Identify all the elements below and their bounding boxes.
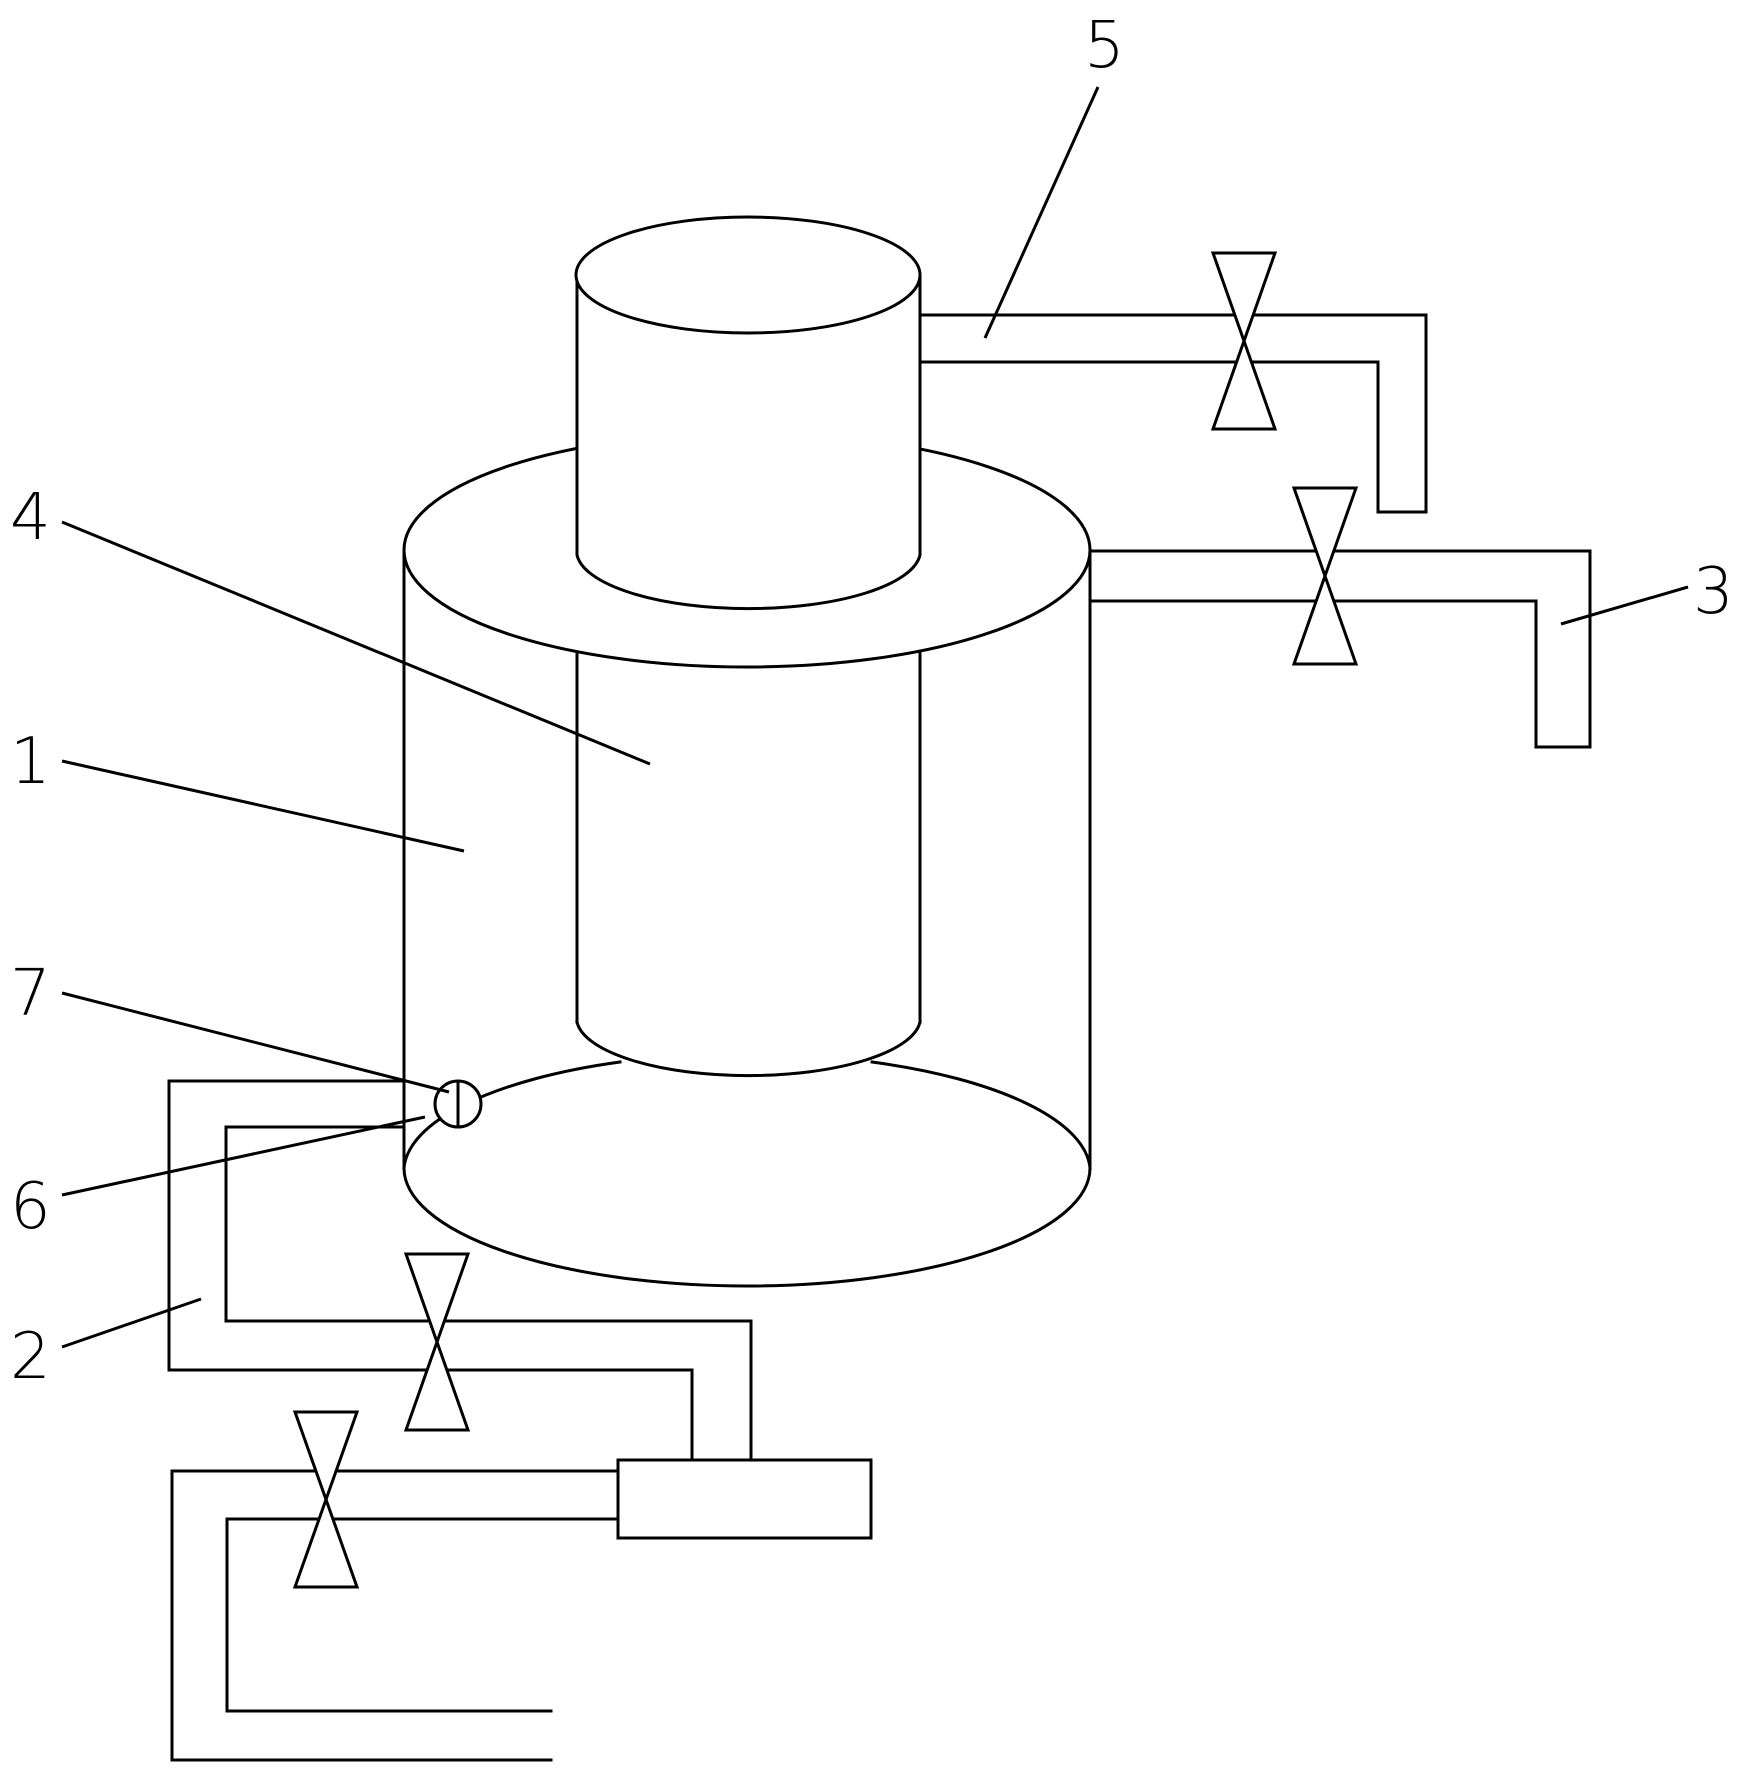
label-1: 1 bbox=[10, 725, 51, 799]
label-2: 2 bbox=[10, 1320, 51, 1394]
label-6: 6 bbox=[10, 1170, 51, 1244]
valve-icon bbox=[403, 1252, 471, 1432]
pipe-3 bbox=[1088, 549, 1592, 749]
leader-lines bbox=[61, 86, 1689, 1349]
leader-5 bbox=[983, 86, 1100, 339]
inner-cylinder bbox=[574, 215, 922, 1078]
valve-icon bbox=[1291, 486, 1359, 666]
check-valve-icon bbox=[433, 1079, 483, 1129]
leader-4 bbox=[61, 520, 651, 766]
pump-box bbox=[616, 1458, 873, 1540]
pipe-5 bbox=[918, 313, 1428, 514]
leader-6 bbox=[61, 1115, 426, 1197]
label-7: 7 bbox=[10, 957, 51, 1031]
leader-7 bbox=[61, 991, 450, 1094]
label-4: 4 bbox=[10, 481, 51, 555]
valve-icon bbox=[1210, 251, 1278, 431]
label-3: 3 bbox=[1693, 555, 1734, 629]
pipe-2 bbox=[167, 1079, 753, 1462]
valve-icon bbox=[292, 1410, 360, 1589]
leader-2 bbox=[61, 1297, 202, 1349]
inlet-pipe bbox=[170, 1469, 620, 1762]
leader-1 bbox=[61, 759, 465, 853]
label-5: 5 bbox=[1084, 9, 1125, 83]
leader-3 bbox=[1560, 585, 1689, 626]
